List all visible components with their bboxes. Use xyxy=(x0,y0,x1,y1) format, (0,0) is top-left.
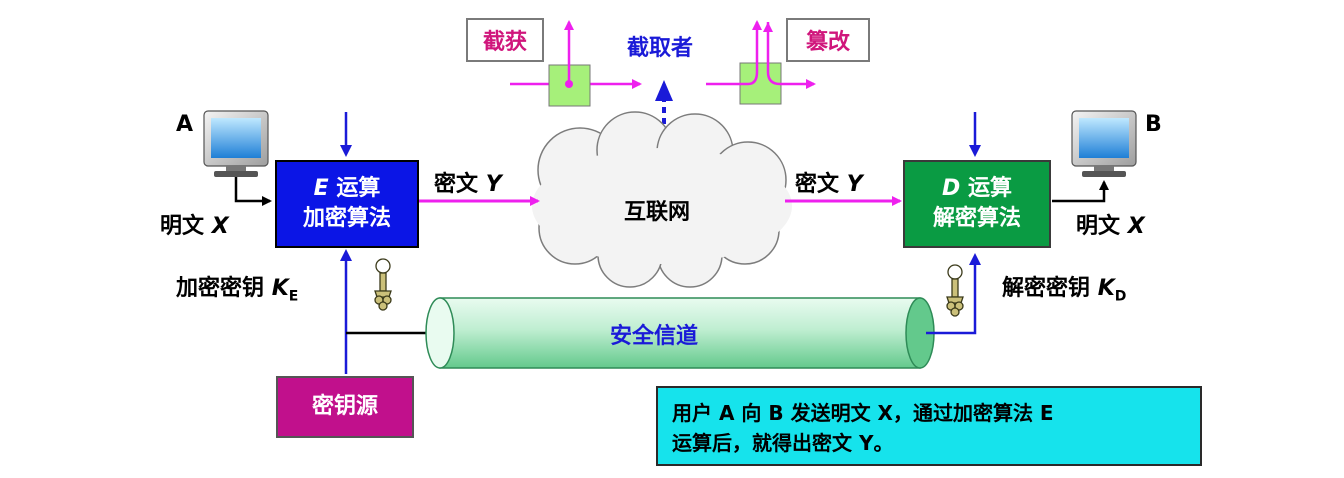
cipher-left-text: 密文 xyxy=(434,172,479,197)
key-source-label: 密钥源 xyxy=(311,394,378,419)
cipher-right-text: 密文 xyxy=(795,172,840,197)
note-line2: 运算后，就得出密文 Y。 xyxy=(672,431,894,455)
decrypt-op: 运算 xyxy=(967,176,1012,201)
key-icon-left xyxy=(374,258,392,311)
dec-key-arrow xyxy=(926,253,981,335)
cipher-left-var: Y xyxy=(485,172,502,197)
intercept-arrowhead xyxy=(655,80,673,101)
decrypt-box: D 运算 解密算法 xyxy=(903,160,1051,248)
note-box: 用户 A 向 B 发送明文 X，通过加密算法 E 运算后，就得出密文 Y。 xyxy=(656,386,1202,466)
dec-key-label: 解密密钥 KD xyxy=(1002,270,1126,304)
decrypt-var: D xyxy=(942,176,961,201)
decrypt-algorithm: 解密算法 xyxy=(932,206,1021,231)
intercept-label: 截获 xyxy=(466,18,544,62)
cipher-right-var: Y xyxy=(846,172,863,197)
computer-b-icon xyxy=(1071,110,1137,177)
encrypt-op: 运算 xyxy=(336,176,381,201)
host-a-label: A xyxy=(176,112,194,137)
computer-a-icon xyxy=(203,110,269,177)
encrypt-box-line1: E 运算 xyxy=(314,174,381,204)
plaintext-b: 明文 X xyxy=(1076,208,1145,240)
cipher-right-label: 密文 Y xyxy=(795,166,863,198)
secure-channel-label: 安全信道 xyxy=(610,324,699,349)
plaintext-b-var: X xyxy=(1127,214,1145,239)
plaintext-a-var: X xyxy=(211,214,229,239)
interceptor-title: 截取者 xyxy=(627,36,694,61)
encrypt-var: E xyxy=(313,176,329,201)
enc-key-var: K xyxy=(271,276,289,301)
internet-label: 互联网 xyxy=(624,200,691,225)
dec-key-var: K xyxy=(1097,276,1115,301)
intercept-tap xyxy=(510,20,642,107)
enc-key-sub: E xyxy=(288,288,299,305)
intercept-text: 截获 xyxy=(482,30,527,55)
decrypt-box-line1: D 运算 xyxy=(942,174,1012,204)
plaintext-b-text: 明文 xyxy=(1076,214,1121,239)
tamper-label: 篡改 xyxy=(786,18,870,62)
plaintext-a: 明文 X xyxy=(160,208,229,240)
encrypt-box: E 运算 加密算法 xyxy=(275,160,419,248)
tamper-tap xyxy=(706,20,816,105)
plaintext-a-text: 明文 xyxy=(160,214,205,239)
plain-arrow-a xyxy=(234,177,272,206)
tamper-text: 篡改 xyxy=(805,30,850,55)
encrypt-algorithm: 加密算法 xyxy=(302,206,391,231)
plain-arrow-b xyxy=(1052,180,1109,203)
note-line1: 用户 A 向 B 发送明文 X，通过加密算法 E xyxy=(672,401,1054,425)
cipher-left-label: 密文 Y xyxy=(434,166,502,198)
host-b-label: B xyxy=(1145,112,1162,137)
dec-key-text: 解密密钥 xyxy=(1002,276,1091,301)
dec-key-sub: D xyxy=(1114,288,1127,305)
key-icon-right xyxy=(946,264,964,317)
internet-cloud xyxy=(532,111,792,288)
secure-channel-pipe xyxy=(425,297,935,369)
key-source-box: 密钥源 xyxy=(276,376,414,438)
enc-key-text: 加密密钥 xyxy=(176,276,265,301)
enc-key-label: 加密密钥 KE xyxy=(176,270,298,304)
